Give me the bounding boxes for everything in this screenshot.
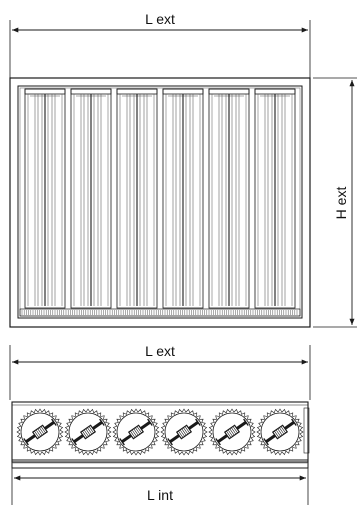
outer-width-label: L ext: [145, 343, 175, 359]
blade-set: [24, 88, 296, 309]
dimension-width-top: L ext: [9, 11, 311, 80]
blade: [70, 88, 112, 309]
height-label-right: H ext: [333, 187, 349, 220]
blade: [116, 88, 158, 309]
inner-width-label: L int: [147, 487, 173, 503]
gear: [64, 408, 112, 456]
gear: [208, 408, 256, 456]
width-label-top: L ext: [145, 11, 175, 27]
gear-train: [16, 408, 304, 456]
gear: [16, 408, 64, 456]
dimension-outer-width: L ext: [9, 343, 311, 400]
blade: [24, 88, 66, 309]
damper-frame: [9, 77, 311, 328]
rack-strip: [21, 310, 298, 315]
front-view: L ext H ext: [9, 11, 357, 328]
gear: [256, 408, 304, 456]
blade: [162, 88, 204, 309]
gear: [160, 408, 208, 456]
gear: [112, 408, 160, 456]
dimension-height-right: H ext: [313, 77, 357, 328]
gear-housing: [11, 401, 310, 469]
blade: [208, 88, 250, 309]
bottom-view: L ext L int: [9, 343, 311, 505]
dimension-inner-width: L int: [11, 468, 309, 505]
blade: [254, 88, 296, 309]
